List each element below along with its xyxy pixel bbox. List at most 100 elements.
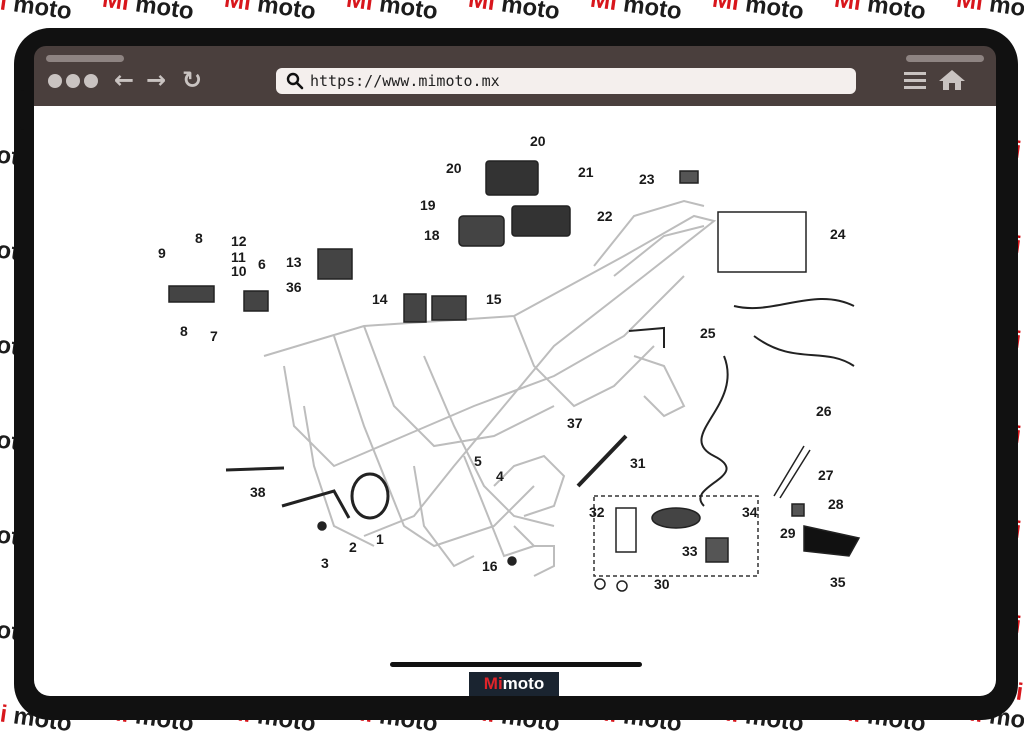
- callout-29: 29: [780, 525, 796, 541]
- home-indicator[interactable]: [390, 662, 642, 667]
- window-dot[interactable]: [84, 74, 98, 88]
- callout-26: 26: [816, 403, 832, 419]
- part-26-harness: [733, 297, 855, 367]
- part-25: [628, 326, 665, 348]
- part-34: [651, 507, 701, 529]
- callout-31: 31: [630, 455, 646, 471]
- toolbar-decor-left: [46, 55, 124, 62]
- callout-10: 10: [231, 263, 247, 279]
- brand-logo-mi: Mi: [483, 674, 503, 693]
- callout-20: 20: [530, 133, 546, 149]
- callout-22: 22: [597, 208, 613, 224]
- menu-icon[interactable]: [902, 70, 928, 92]
- callout-3: 3: [321, 555, 329, 571]
- callout-36: 36: [286, 279, 302, 295]
- callout-16: 16: [482, 558, 498, 574]
- callout-15: 15: [486, 291, 502, 307]
- callout-37: 37: [567, 415, 583, 431]
- callout-32: 32: [589, 504, 605, 520]
- part-15: [431, 295, 467, 321]
- part-27: [773, 445, 811, 499]
- watermark-tile: Mi moto: [832, 0, 928, 26]
- watermark-tile: Mi moto: [466, 0, 562, 26]
- callout-19: 19: [420, 197, 436, 213]
- toolbar-decor-right: [906, 55, 984, 62]
- part-29-group: [593, 495, 759, 577]
- callout-6: 6: [258, 256, 266, 272]
- search-icon: [286, 72, 304, 90]
- callout-12: 12: [231, 233, 247, 249]
- callout-5: 5: [474, 453, 482, 469]
- callout-7: 7: [210, 328, 218, 344]
- callout-23: 23: [639, 171, 655, 187]
- callout-33: 33: [682, 543, 698, 559]
- part-18: [458, 215, 505, 247]
- part-33: [705, 537, 729, 563]
- callout-2: 2: [349, 539, 357, 555]
- callout-18: 18: [424, 227, 440, 243]
- watermark-tile: Mi moto: [0, 0, 74, 26]
- part-38: [225, 466, 285, 472]
- part-23: [679, 170, 699, 184]
- window-dots: [48, 74, 98, 88]
- reload-icon[interactable]: ↻: [182, 66, 203, 94]
- watermark-tile: Mi moto: [222, 0, 318, 26]
- arrow-right-icon[interactable]: →: [146, 66, 167, 94]
- watermark-tile: Mi moto: [100, 0, 196, 26]
- callout-27: 27: [818, 467, 834, 483]
- part-28: [791, 503, 805, 517]
- url-text: https://www.mimoto.mx: [310, 72, 500, 90]
- part-31: [576, 434, 628, 488]
- callout-21: 21: [578, 164, 594, 180]
- callout-34: 34: [742, 504, 758, 520]
- window-dot[interactable]: [66, 74, 80, 88]
- part-illustrations: [168, 160, 861, 592]
- callout-30: 30: [654, 576, 670, 592]
- callout-1: 1: [376, 531, 384, 547]
- part-14: [403, 293, 427, 323]
- callout-13: 13: [286, 254, 302, 270]
- part-13: [317, 248, 353, 280]
- watermark-tile: Mi moto: [954, 0, 1024, 26]
- part-2: [281, 489, 351, 519]
- part-30: [594, 578, 606, 590]
- part-6: [243, 290, 269, 312]
- part-35: [803, 525, 861, 557]
- window-dot[interactable]: [48, 74, 62, 88]
- callout-11: 11: [231, 249, 246, 265]
- part-24: [717, 211, 807, 273]
- home-icon[interactable]: [938, 68, 966, 92]
- brand-logo-moto: moto: [502, 674, 545, 693]
- address-bar[interactable]: https://www.mimoto.mx: [276, 68, 856, 94]
- part-32: [615, 507, 637, 553]
- callout-24: 24: [830, 226, 846, 242]
- callout-25: 25: [700, 325, 716, 341]
- arrow-left-icon[interactable]: ←: [114, 66, 135, 94]
- callout-28: 28: [828, 496, 844, 512]
- part-22: [511, 205, 571, 237]
- side-button: [20, 90, 32, 130]
- watermark-tile: Mi moto: [344, 0, 440, 26]
- callout-8: 8: [180, 323, 188, 339]
- brand-logo: Mi moto: [469, 672, 559, 696]
- part-26: [699, 355, 729, 507]
- part-1: [350, 472, 390, 520]
- callout-38: 38: [250, 484, 266, 500]
- part-3: [317, 521, 327, 531]
- callout-4: 4: [496, 468, 504, 484]
- callout-35: 35: [830, 574, 846, 590]
- part-16: [507, 556, 517, 566]
- browser-toolbar: ← → ↻ https://www.mimoto.mx: [34, 46, 996, 106]
- part-7: [168, 285, 215, 303]
- part-30b: [616, 580, 628, 592]
- part-21: [485, 160, 539, 196]
- callout-14: 14: [372, 291, 388, 307]
- watermark-tile: Mi moto: [588, 0, 684, 26]
- watermark-tile: Mi moto: [710, 0, 806, 26]
- callout-8: 8: [195, 230, 203, 246]
- chassis-frame: [263, 199, 717, 577]
- callout-20: 20: [446, 160, 462, 176]
